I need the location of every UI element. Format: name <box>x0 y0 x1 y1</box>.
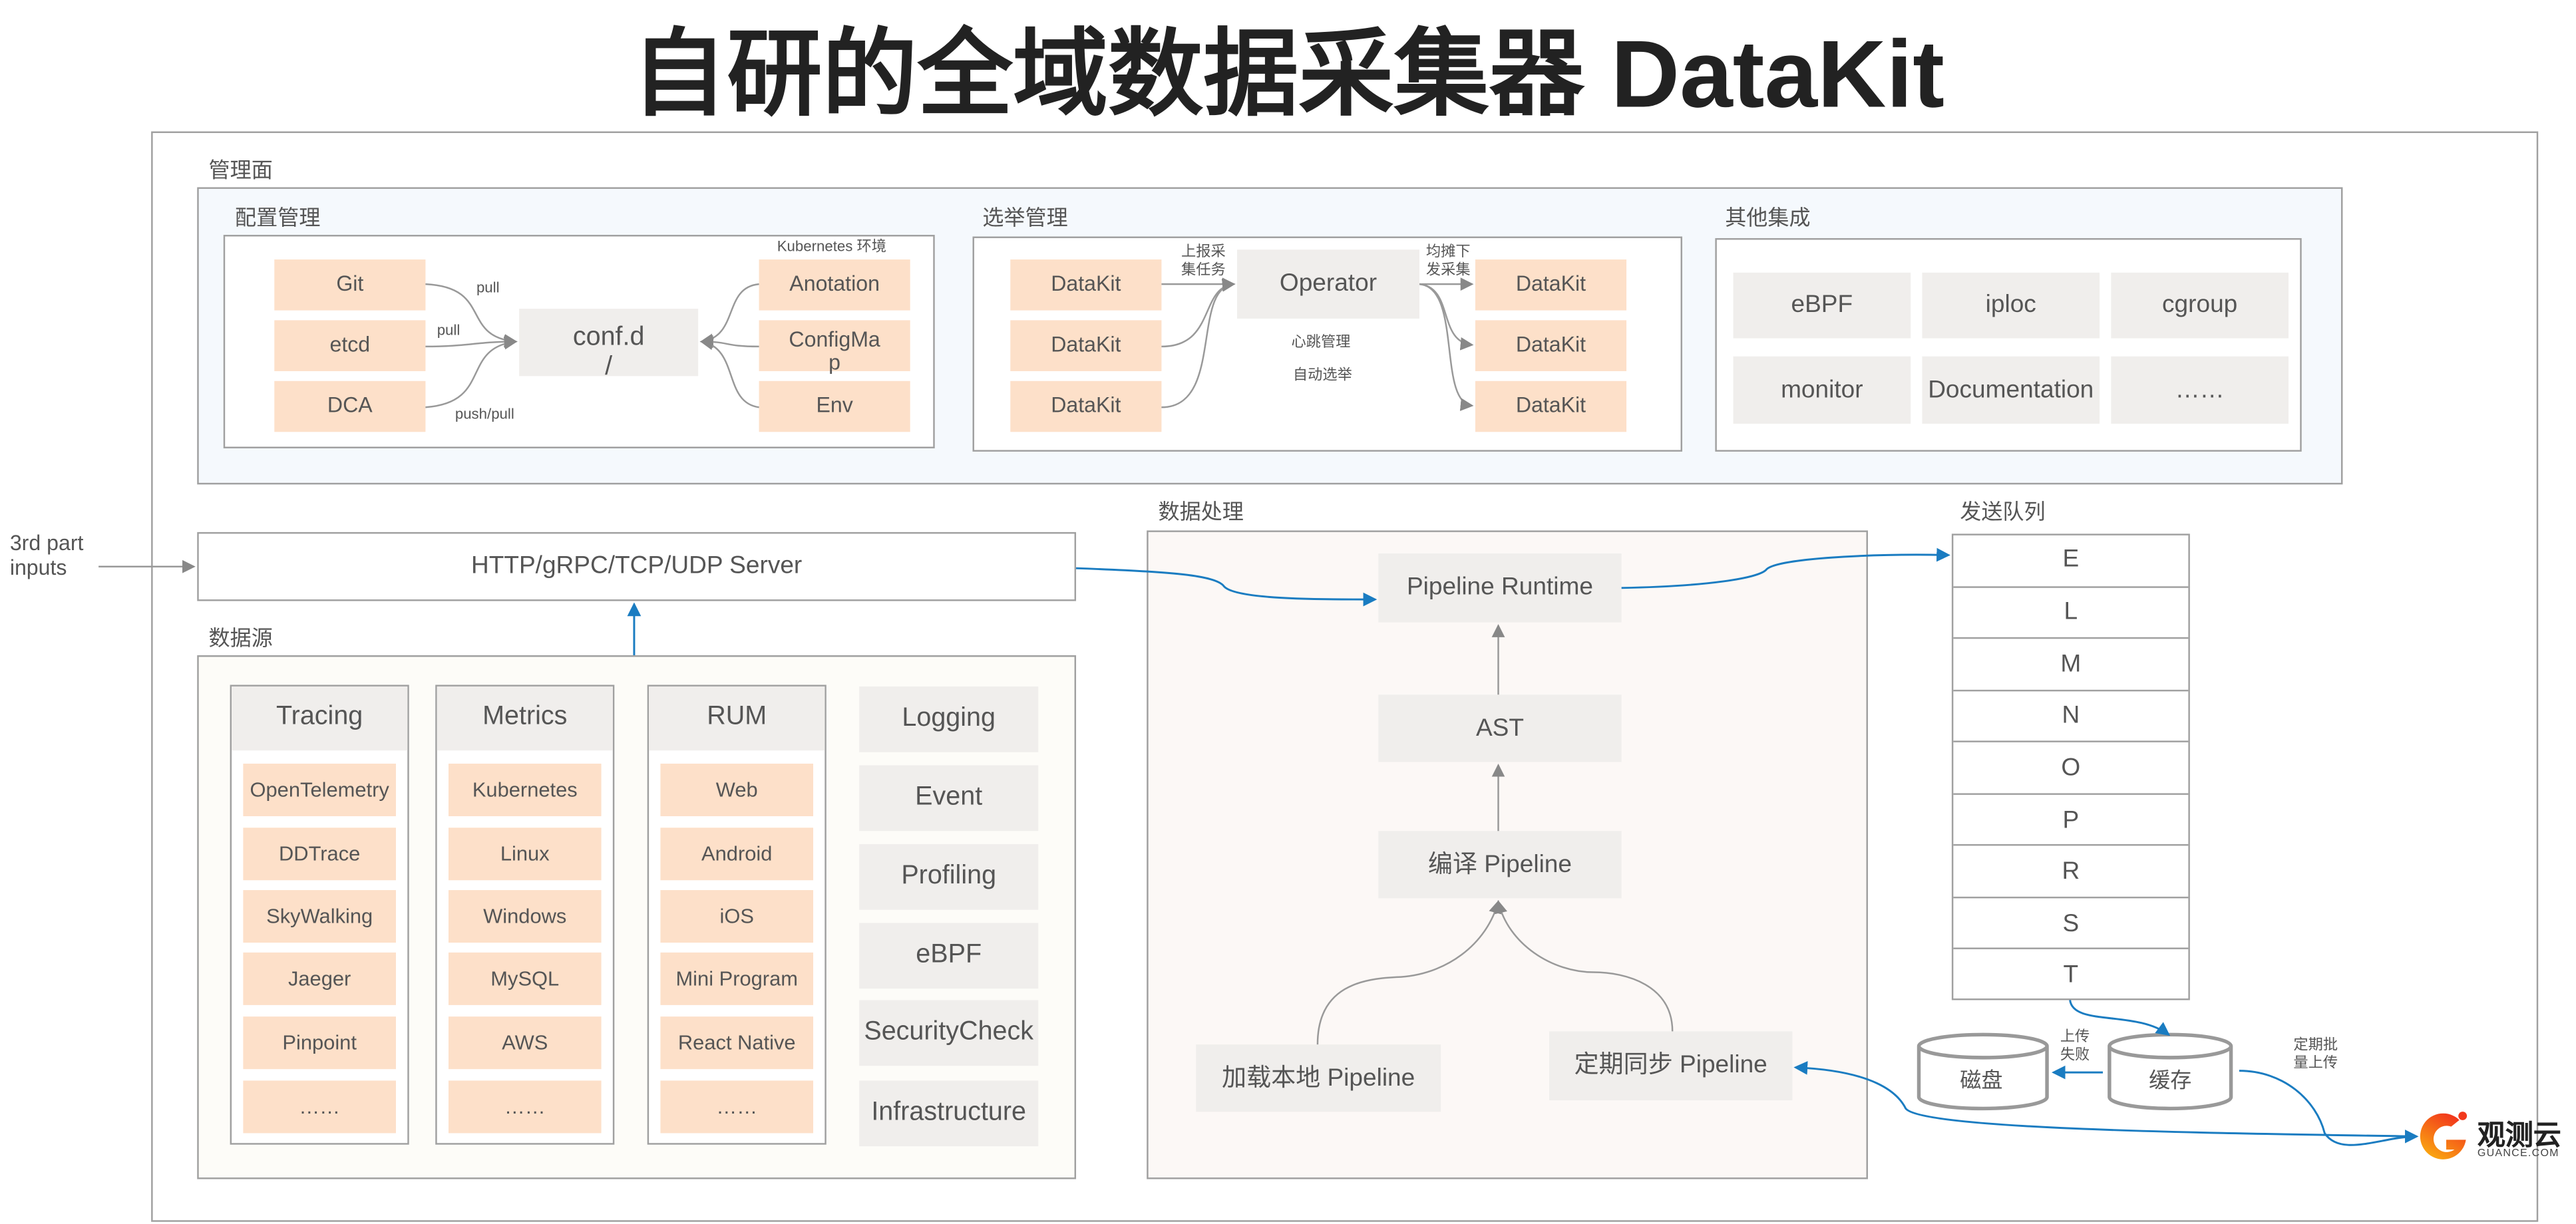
queue-item: M <box>1953 637 2189 689</box>
k8s-label: Kubernetes 环境 <box>777 237 887 255</box>
datasource-label: 数据源 <box>208 625 273 651</box>
datasource-standalone-logging: Logging <box>859 686 1039 752</box>
datasource-item: AWS <box>448 1016 602 1070</box>
datasource-item: SkyWalking <box>243 890 396 943</box>
config-source-etcd: etcd <box>274 320 426 371</box>
datasource-item: iOS <box>660 890 814 943</box>
dispatch-label: 均摊下 发采集 <box>1425 243 1471 278</box>
election-datakit: DataKit <box>1010 259 1162 311</box>
logo-name: 观测云 <box>2477 1120 2561 1151</box>
k8s-source-anotation: Anotation <box>759 259 910 311</box>
datasource-standalone-securitycheck: SecurityCheck <box>859 1000 1039 1066</box>
outer-frame <box>151 131 2539 1222</box>
queue-item: P <box>1953 792 2189 845</box>
datasource-item: Web <box>660 763 814 816</box>
election-datakit: DataKit <box>1475 320 1627 371</box>
diagram-title: 自研的全域数据采集器 DataKit <box>632 21 1944 128</box>
auto-elect-label: 自动选举 <box>1292 366 1352 383</box>
edge-label-pull: pull <box>476 279 500 296</box>
queue-item: S <box>1953 896 2189 949</box>
election-datakit: DataKit <box>1010 381 1162 432</box>
datasource-item: …… <box>243 1080 396 1134</box>
batch-upload-label: 定期批 量上传 <box>2293 1036 2338 1072</box>
datasource-column-title: Tracing <box>232 686 408 751</box>
queue-item: L <box>1953 585 2189 637</box>
queue-item: E <box>2062 545 2080 574</box>
compile-pipeline-box: 编译 Pipeline <box>1378 831 1622 899</box>
queue-item: T <box>1953 948 2189 1000</box>
management-label: 管理面 <box>208 158 273 183</box>
other-item-cgroup: cgroup <box>2111 272 2289 339</box>
edge-label-push-pull: push/pull <box>455 405 514 422</box>
election-label: 选举管理 <box>982 205 1068 230</box>
other-item-iploc: iploc <box>1922 272 2100 339</box>
other-item-monitor: monitor <box>1733 356 1911 424</box>
upload-fail-label: 上传 失败 <box>2060 1028 2090 1063</box>
queue-item: R <box>1953 844 2189 897</box>
edge-label-pull: pull <box>437 321 460 339</box>
config-source-dca: DCA <box>274 381 426 432</box>
datasource-item: …… <box>660 1080 814 1134</box>
other-item-more: …… <box>2111 356 2289 424</box>
datasource-item: Windows <box>448 890 602 943</box>
datasource-standalone-infrastructure: Infrastructure <box>859 1080 1039 1147</box>
queue-item: O <box>1953 740 2189 793</box>
report-label: 上报采 集任务 <box>1181 243 1226 278</box>
pipeline-runtime-box: Pipeline Runtime <box>1378 553 1622 623</box>
election-datakit: DataKit <box>1475 381 1627 432</box>
config-label: 配置管理 <box>235 205 321 230</box>
guance-logo: 观测云 GUANCE.COM <box>2420 1110 2576 1169</box>
datasource-item: React Native <box>660 1016 814 1070</box>
sync-pipeline-box: 定期同步 Pipeline <box>1549 1031 1793 1101</box>
config-source-git: Git <box>274 259 426 311</box>
datasource-item: Linux <box>448 828 602 881</box>
server-box: HTTP/gRPC/TCP/UDP Server <box>197 532 1077 601</box>
queue-label: 发送队列 <box>1960 499 2046 524</box>
datasource-column-title: RUM <box>649 686 825 751</box>
conf-d-box: conf.d / <box>519 309 699 382</box>
datasource-item: OpenTelemetry <box>243 763 396 816</box>
operator-box: Operator <box>1236 249 1419 319</box>
other-item-documentation: Documentation <box>1922 356 2100 424</box>
datasource-item: Kubernetes <box>448 763 602 816</box>
processing-label: 数据处理 <box>1158 499 1244 524</box>
datasource-item: DDTrace <box>243 828 396 881</box>
other-item-ebpf: eBPF <box>1733 272 1911 339</box>
guance-logo-icon <box>2420 1112 2468 1159</box>
ast-box: AST <box>1378 694 1622 762</box>
datasource-item: Jaeger <box>243 952 396 1005</box>
queue-item: N <box>1953 689 2189 741</box>
logo-domain: GUANCE.COM <box>2477 1148 2559 1159</box>
datasource-item: Pinpoint <box>243 1016 396 1070</box>
load-local-pipeline-box: 加载本地 Pipeline <box>1196 1044 1441 1112</box>
k8s-source-env: Env <box>759 381 910 432</box>
datasource-item: MySQL <box>448 952 602 1005</box>
datasource-item: …… <box>448 1080 602 1134</box>
k8s-source-configmap: ConfigMa p <box>759 320 910 373</box>
election-datakit: DataKit <box>1475 259 1627 311</box>
datasource-column-title: Metrics <box>437 686 613 751</box>
disk-label: 磁盘 <box>1960 1067 2003 1092</box>
datasource-standalone-ebpf: eBPF <box>859 923 1039 989</box>
datasource-item: Mini Program <box>660 952 814 1005</box>
cache-label: 缓存 <box>2149 1067 2192 1092</box>
heartbeat-label: 心跳管理 <box>1291 333 1351 350</box>
other-label: 其他集成 <box>1725 205 1811 230</box>
third-party-inputs-label: 3rd part inputs <box>9 530 84 580</box>
datasource-standalone-profiling: Profiling <box>859 843 1039 910</box>
election-datakit: DataKit <box>1010 320 1162 371</box>
datasource-standalone-event: Event <box>859 765 1039 832</box>
datasource-item: Android <box>660 828 814 881</box>
